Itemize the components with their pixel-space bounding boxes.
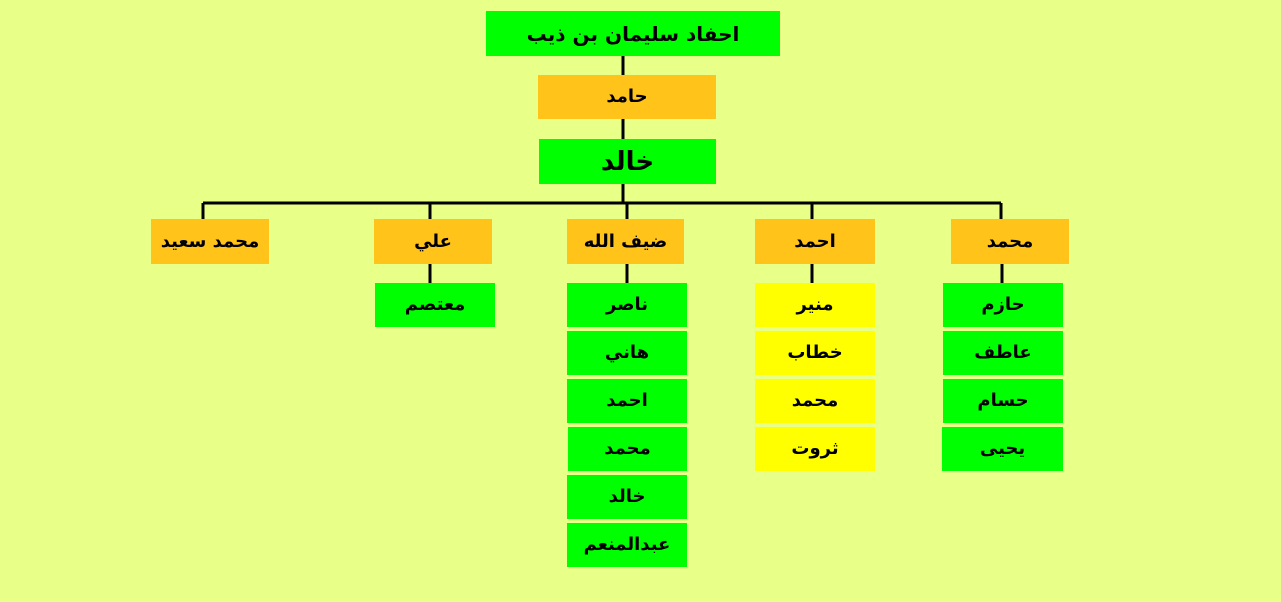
child-node-3: ضيف الله [567, 219, 684, 264]
descendant-label: محمد [791, 390, 839, 411]
child-node-4: علي [374, 219, 492, 264]
descendant-node: معتصم [375, 283, 495, 327]
descendant-label: حازم [981, 294, 1025, 315]
descendant-node: محمد [755, 379, 875, 423]
descendant-label: معتصم [404, 294, 466, 315]
descendant-node: خطاب [755, 331, 875, 375]
descendant-node: عبدالمنعم [567, 523, 687, 567]
descendant-label: يحيى [979, 438, 1026, 459]
descendant-node: منير [755, 283, 875, 327]
level1-node: حامد [538, 75, 716, 119]
descendant-label: حسام [977, 390, 1029, 411]
descendant-node: احمد [567, 379, 687, 423]
child-label: احمد [794, 230, 836, 252]
level2-node: خالد [539, 139, 716, 184]
descendant-node: حازم [943, 283, 1063, 327]
descendant-node: هاني [567, 331, 687, 375]
child-node-1: محمد [951, 219, 1069, 264]
descendant-label: عبدالمنعم [583, 534, 671, 555]
descendant-node: ناصر [567, 283, 687, 327]
descendant-label: منير [796, 294, 834, 315]
descendant-node: حسام [943, 379, 1063, 423]
descendant-label: محمد [604, 438, 651, 459]
level1-label: حامد [606, 86, 648, 107]
child-label: علي [414, 230, 452, 252]
child-node-5: محمد سعيد [151, 219, 269, 264]
descendant-label: خالد [608, 486, 646, 507]
descendant-label: عاطف [974, 342, 1032, 363]
descendant-node: يحيى [942, 427, 1063, 471]
child-label: ضيف الله [583, 230, 668, 252]
root-title-node: احفاد سليمان بن ذيب [486, 11, 780, 56]
child-label: محمد سعيد [160, 230, 260, 252]
descendant-node: عاطف [943, 331, 1063, 375]
descendant-node: خالد [567, 475, 687, 519]
descendant-node: محمد [568, 427, 687, 471]
level2-label: خالد [600, 146, 655, 177]
root-title: احفاد سليمان بن ذيب [526, 21, 740, 46]
child-label: محمد [986, 230, 1034, 252]
descendant-label: ناصر [605, 294, 649, 315]
child-node-2: احمد [755, 219, 875, 264]
descendant-label: ثروت [791, 438, 839, 459]
descendant-label: خطاب [787, 342, 843, 363]
descendant-label: هاني [604, 342, 650, 363]
descendant-node: ثروت [755, 427, 875, 471]
descendant-label: احمد [606, 390, 648, 411]
